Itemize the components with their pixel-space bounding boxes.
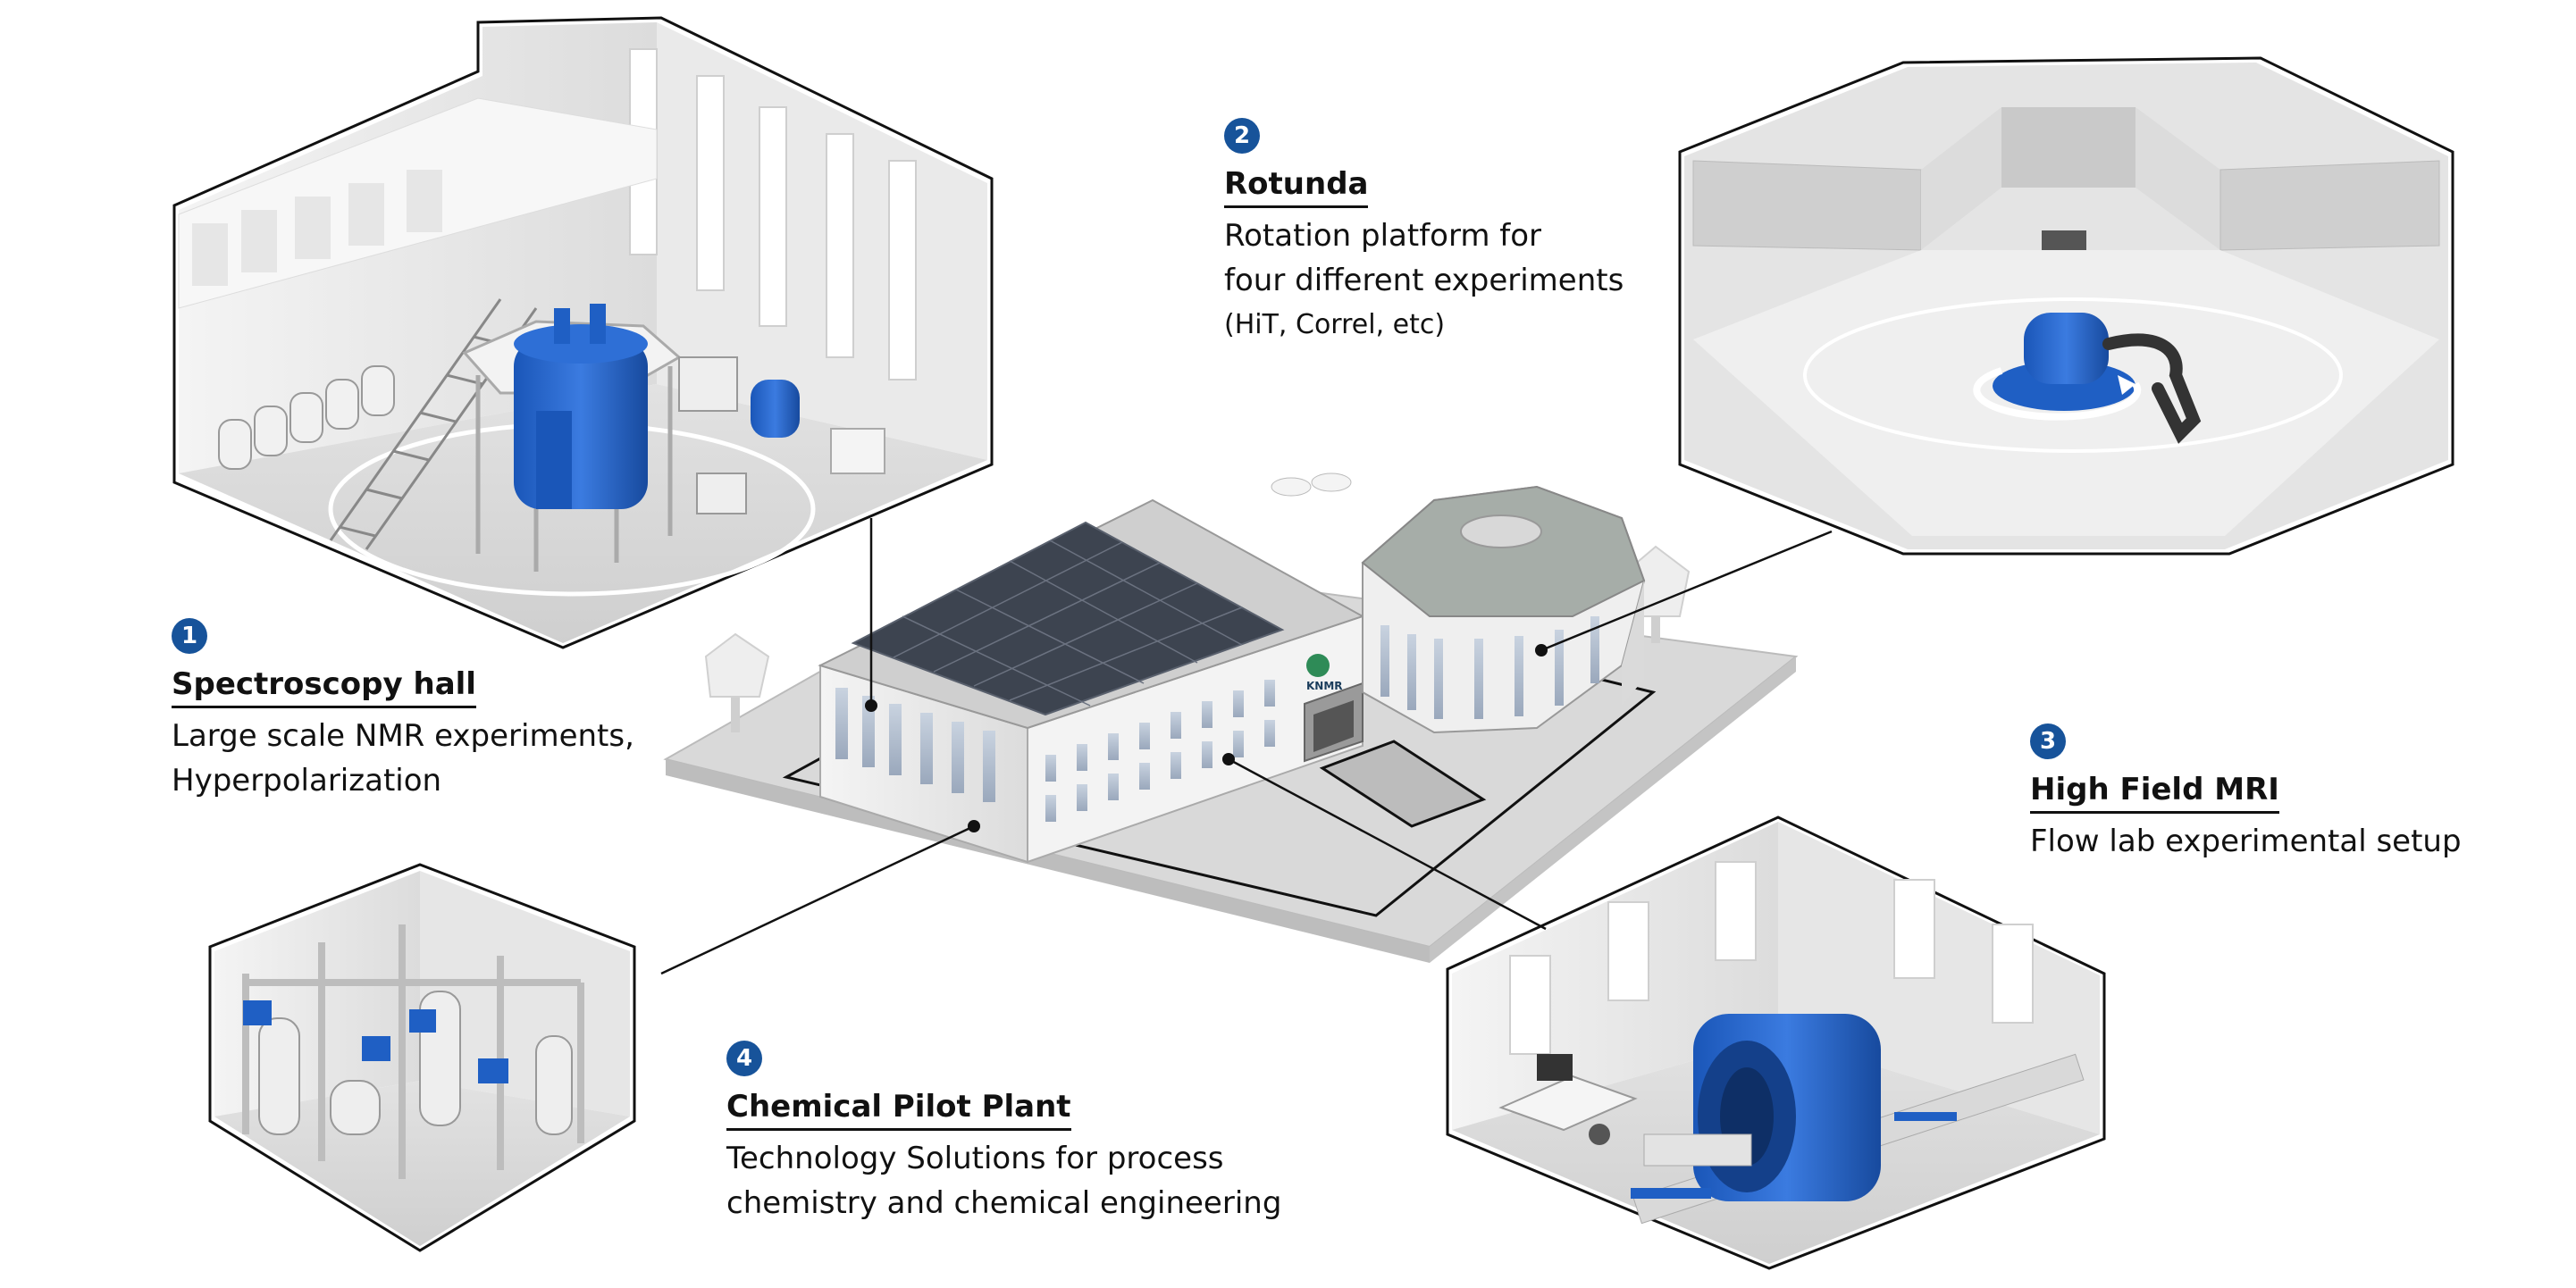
rotunda-tower	[1361, 485, 1646, 734]
svg-text:KNMR: KNMR	[1306, 680, 1343, 692]
anchor-dot	[968, 820, 980, 832]
callout-title: Spectroscopy hall	[172, 666, 476, 708]
callout-description: Rotation platform for four different exp…	[1224, 218, 1624, 340]
mri-magnet	[1643, 1014, 1881, 1201]
callout-chemical-pilot-plant: 4 Chemical Pilot Plant Technology Soluti…	[726, 1041, 1281, 1225]
callout-number-badge: 3	[2030, 723, 2066, 759]
anchor-dot	[1535, 644, 1548, 657]
callout-spectroscopy-hall: 1 Spectroscopy hall Large scale NMR expe…	[172, 618, 634, 803]
callout-number-badge: 1	[172, 618, 207, 654]
rotunda-room	[1678, 56, 2454, 556]
leader-lines	[660, 518, 1833, 975]
cryo-tank	[751, 380, 800, 438]
callout-title: Chemical Pilot Plant	[726, 1089, 1071, 1131]
callout-title: Rotunda	[1224, 166, 1369, 208]
tree	[704, 632, 770, 732]
anchor-dot	[1222, 753, 1235, 765]
callout-rotunda: 2 Rotunda Rotation platform for four dif…	[1224, 118, 1624, 347]
callout-number-badge: 4	[726, 1041, 762, 1076]
nmr-magnet	[514, 304, 648, 509]
storage-tanks	[1271, 473, 1352, 497]
desk	[1498, 1054, 1638, 1145]
facade-windows	[835, 688, 995, 802]
blue-pumps	[243, 1000, 508, 1083]
chemical-pilot-plant-room	[208, 863, 636, 1252]
callout-title: High Field MRI	[2030, 772, 2279, 814]
building-ground-edge	[666, 759, 1430, 963]
callout-number-badge: 2	[1224, 118, 1260, 154]
high-field-mri-room	[1446, 815, 2106, 1270]
courtyard-path	[1319, 740, 1487, 828]
callout-description: Large scale NMR experiments, Hyperpolari…	[172, 718, 634, 799]
anchor-dot	[865, 699, 877, 712]
gas-cylinders	[218, 365, 395, 470]
callout-description: Flow lab experimental setup	[2030, 824, 2462, 859]
building-logo: KNMR	[1306, 654, 1343, 692]
rotation-platform	[1973, 313, 2142, 421]
callout-high-field-mri: 3 High Field MRI Flow lab experimental s…	[2030, 723, 2462, 864]
spectroscopy-hall-room	[172, 16, 994, 649]
central-building: KNMR	[663, 473, 1799, 963]
robot-arm	[2102, 333, 2202, 444]
solar-panels	[851, 521, 1285, 716]
callout-description: Technology Solutions for process chemist…	[726, 1141, 1282, 1221]
